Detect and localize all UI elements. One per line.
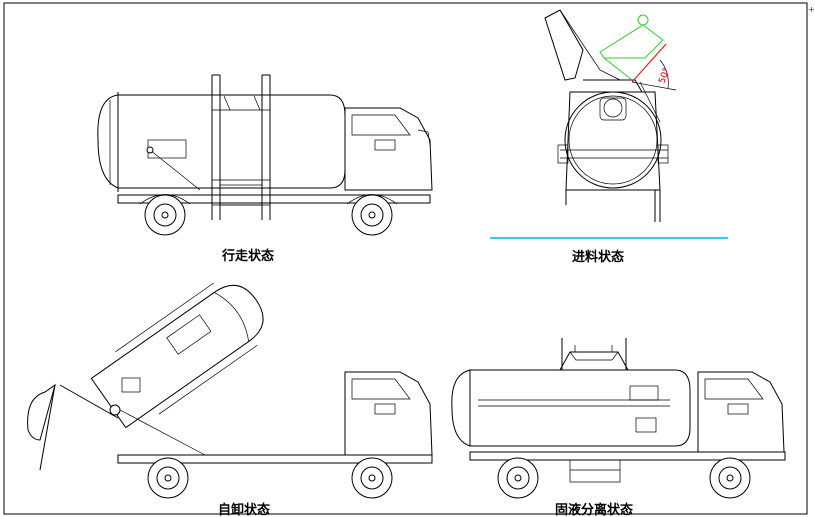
driving-truck-drawing	[97, 74, 433, 236]
corner-mark: +	[808, 5, 815, 14]
feeding-rear-view-drawing: 50°	[544, 9, 677, 222]
dumping-truck-drawing	[27, 282, 433, 499]
frame-border	[3, 2, 808, 515]
separation-truck-drawing	[451, 338, 786, 499]
feeding-caption: 进料状态	[572, 249, 624, 265]
green-bin-outline	[599, 14, 664, 81]
separation-caption: 固液分离状态	[555, 502, 633, 517]
red-angle-line	[631, 43, 667, 83]
dumping-caption: 自卸状态	[218, 502, 270, 517]
angle-label: 50°	[657, 67, 672, 85]
driving-caption: 行走状态	[221, 248, 274, 264]
